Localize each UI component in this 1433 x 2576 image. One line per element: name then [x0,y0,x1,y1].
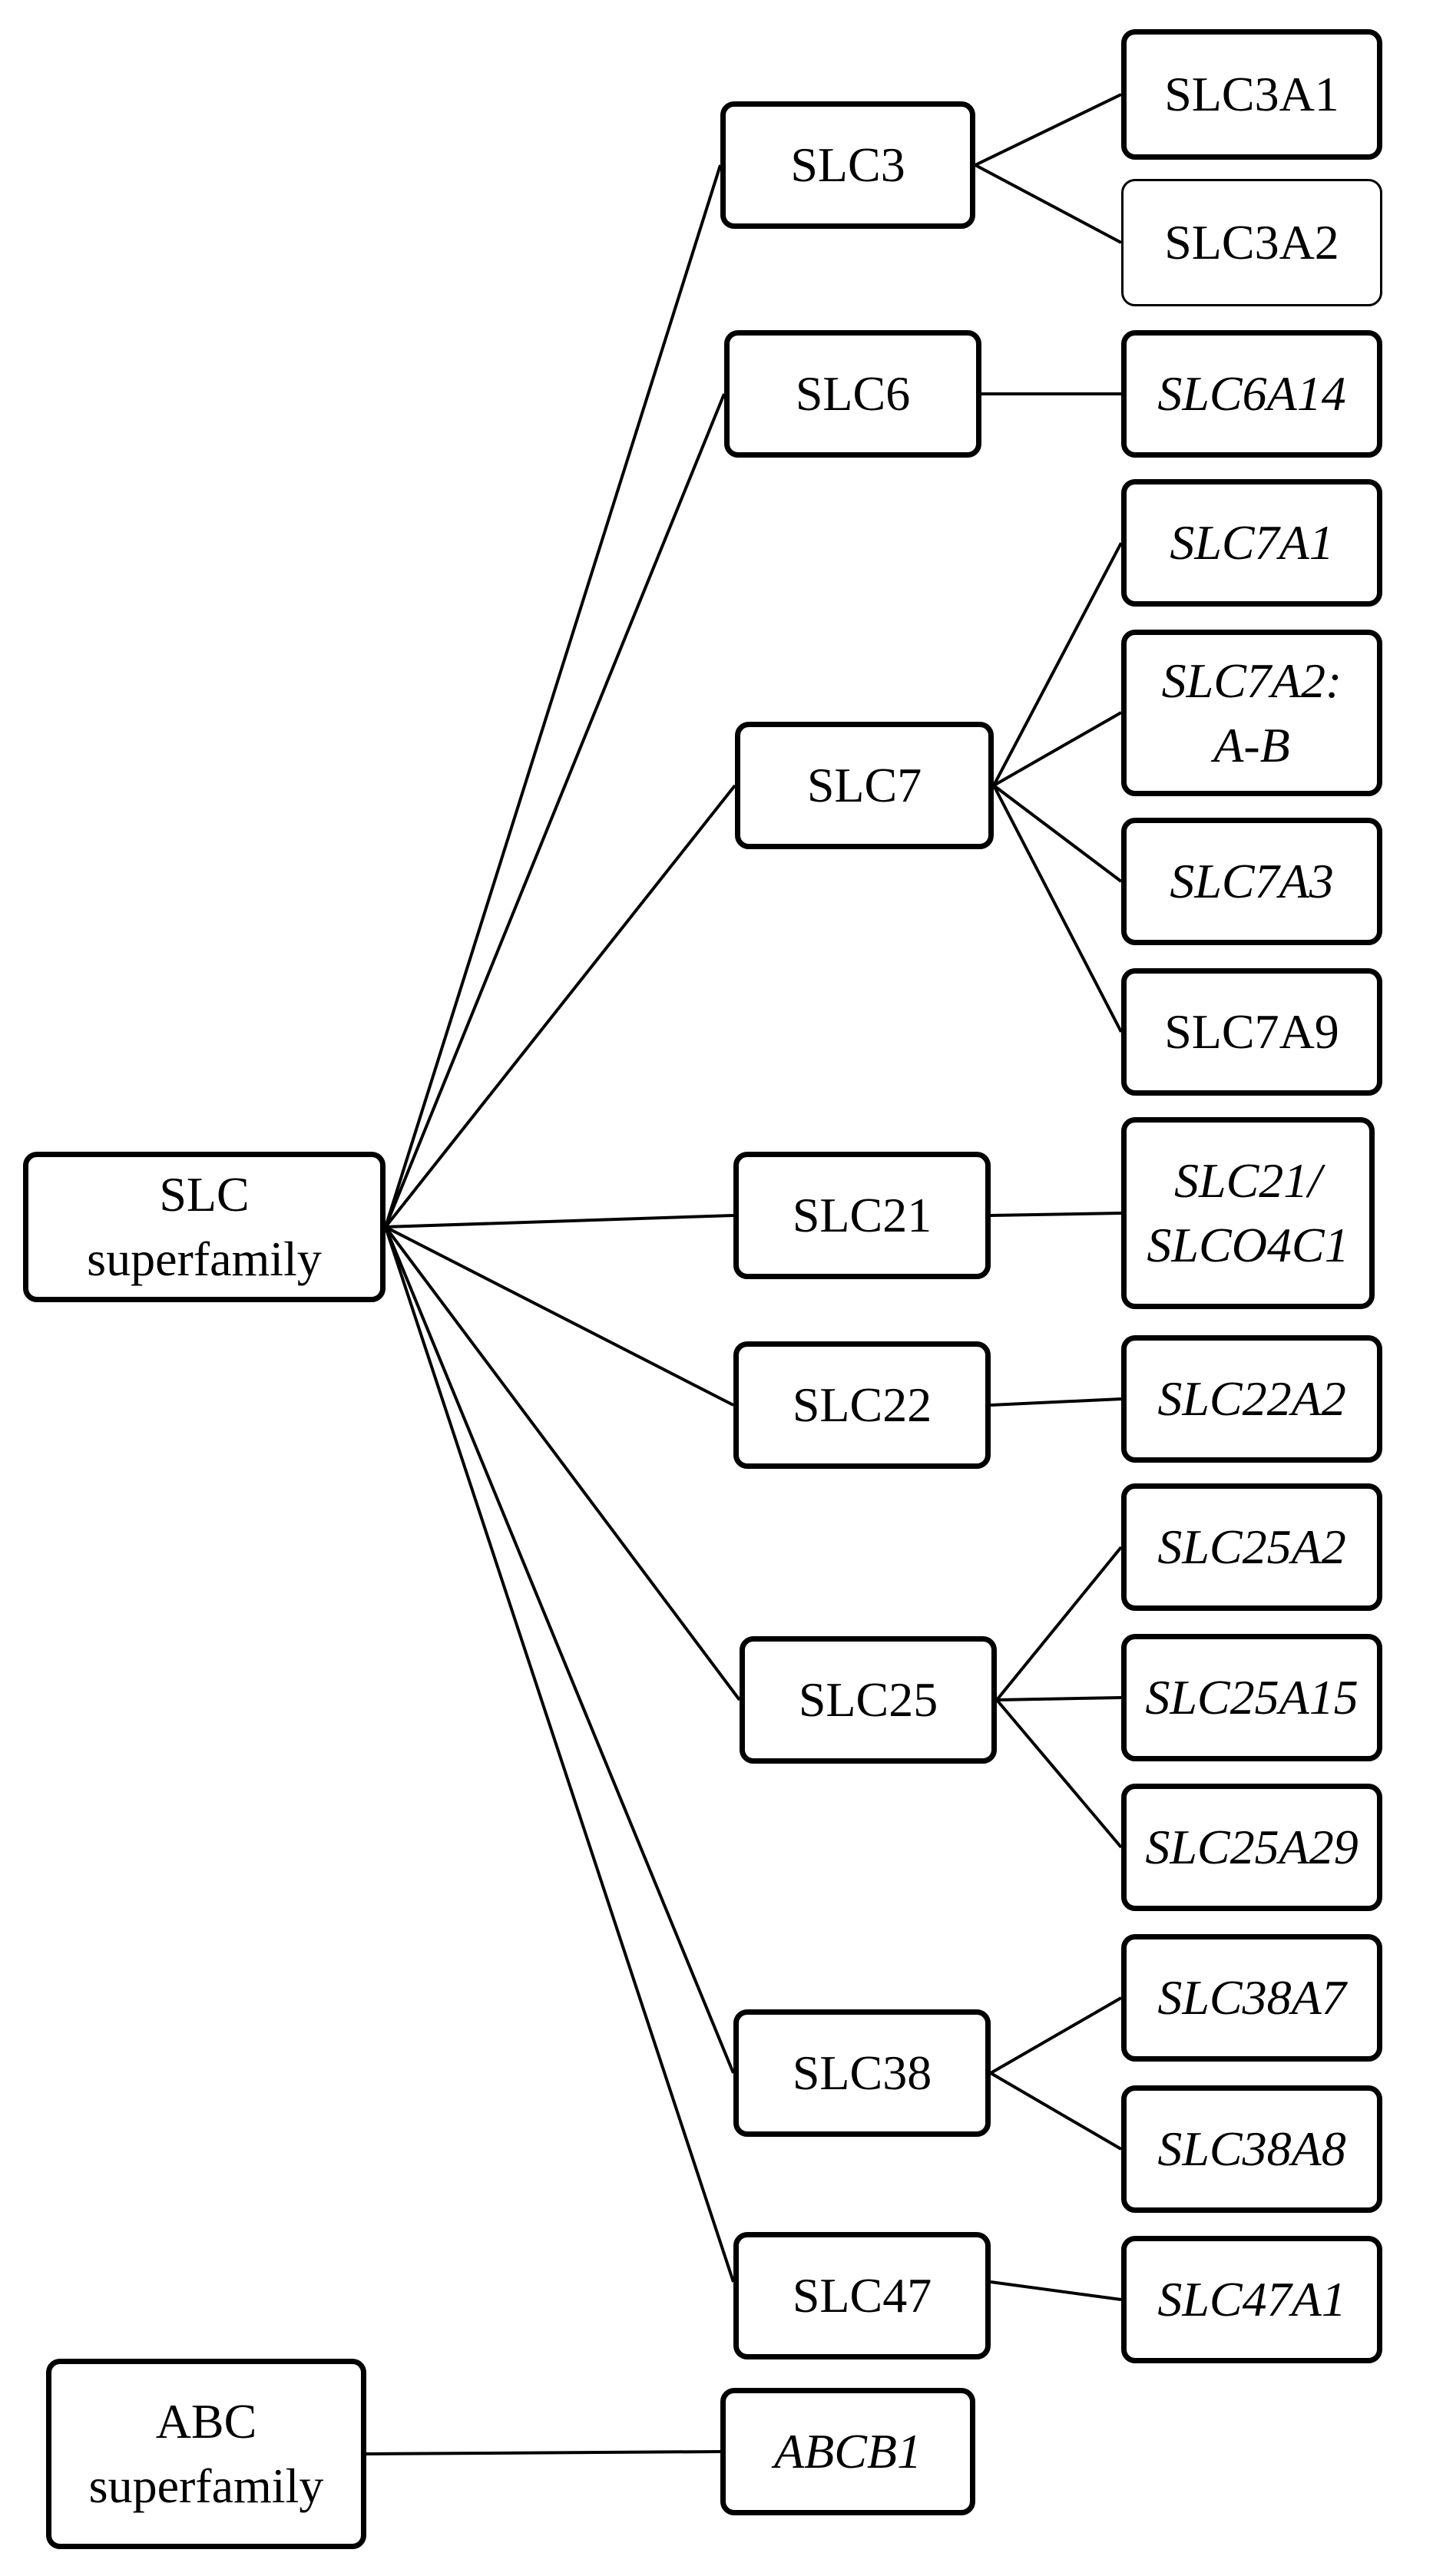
edge-slc25-slc25a29 [995,1698,1123,1849]
slc6-box: SLC6 [724,330,981,458]
slc47a1-box: SLC47A1 [1121,2236,1382,2363]
edge-slc3-slc3a2 [975,164,1122,244]
edge-slc25-slc25a2 [995,1546,1123,1701]
edge-slc25-slc25a15 [996,1696,1122,1701]
edge-slc-slc22 [385,1225,734,1407]
edge-slc22-slc22a2 [990,1397,1122,1407]
abcb1-box: ABCB1 [720,2388,975,2515]
edge-slc-slc47 [384,1226,735,2283]
edge-slc38-slc38a7 [990,1996,1122,2075]
slc7a9-label: SLC7A9 [1164,1004,1339,1059]
slc7-box: SLC7 [735,722,994,849]
slc22a2-box: SLC22A2 [1121,1335,1382,1463]
edge-slc3-slc3a1 [975,93,1122,167]
slc7a1-label: SLC7A1 [1170,515,1334,570]
slc-superfamily-box: SLC superfamily [23,1152,386,1302]
slc21-slco4c1-box: SLC21/ SLCO4C1 [1121,1117,1375,1309]
slc7a2-label: SLC7A2: A-B [1161,653,1342,772]
slc21-label: SLC21 [792,1188,932,1242]
slc25a15-box: SLC25A15 [1121,1634,1382,1761]
slc25a29-label: SLC25A29 [1145,1820,1359,1874]
edge-slc-slc7 [384,784,736,1228]
slc7a3-box: SLC7A3 [1121,818,1382,945]
edge-slc7-slc7a1 [992,542,1123,786]
slc38a7-box: SLC38A7 [1121,1934,1382,2062]
abc-superfamily-box: ABC superfamily [46,2359,366,2549]
slc47a1-label: SLC47A1 [1157,2272,1346,2326]
slc38-label: SLC38 [792,2045,932,2100]
slc3-box: SLC3 [720,101,975,229]
slc21-box: SLC21 [733,1152,991,1279]
slc3a2-box: SLC3A2 [1121,179,1382,306]
slc38a8-box: SLC38A8 [1121,2085,1382,2213]
slc22a2-label: SLC22A2 [1157,1371,1346,1426]
slc6-label: SLC6 [795,366,911,421]
slc7a1-box: SLC7A1 [1121,479,1382,607]
slc21-slco4c1-label: SLC21/ SLCO4C1 [1147,1153,1349,1272]
slc47-label: SLC47 [792,2268,932,2323]
edge-slc-slc25 [384,1225,741,1701]
slc3a2-label: SLC3A2 [1164,215,1339,270]
edge-slc-slc21 [385,1214,734,1228]
edge-slc-slc3 [384,164,722,1228]
edge-abc-abcb1 [366,2450,721,2455]
slc25a15-label: SLC25A15 [1145,1670,1359,1724]
slc38a7-label: SLC38A7 [1157,1970,1346,2025]
edge-slc21-slc21 [990,1212,1122,1217]
slc7a2-box: SLC7A2: A-B [1121,630,1382,796]
edge-slc-slc38 [384,1226,735,2074]
edge-slc7-slc7a9 [992,785,1123,1033]
slc-superfamily-label: SLC superfamily [87,1167,322,1286]
slc38-box: SLC38 [733,2009,991,2137]
slc6a14-box: SLC6A14 [1121,330,1382,458]
slc25a29-box: SLC25A29 [1121,1784,1382,1911]
slc6a14-label: SLC6A14 [1157,366,1346,421]
slc7a3-label: SLC7A3 [1170,854,1334,908]
slc47-box: SLC47 [733,2232,991,2359]
edge-slc7-slc7a2 [993,711,1122,787]
edge-slc38-slc38a8 [989,2072,1123,2151]
slc25a2-box: SLC25A2 [1121,1483,1382,1611]
slc25-box: SLC25 [740,1636,997,1764]
slc22-label: SLC22 [792,1377,932,1432]
edge-slc47-slc47a1 [990,2280,1122,2301]
abcb1-label: ABCB1 [774,2424,922,2478]
slc7a9-box: SLC7A9 [1121,968,1382,1096]
slc22-box: SLC22 [733,1341,991,1469]
slc7-label: SLC7 [806,758,922,812]
edge-slc-slc6 [384,393,726,1228]
slc25a2-label: SLC25A2 [1157,1519,1346,1574]
slc25-label: SLC25 [798,1672,938,1727]
slc3a1-box: SLC3A1 [1121,29,1382,160]
slc38a8-label: SLC38A8 [1157,2121,1346,2176]
abc-superfamily-label: ABC superfamily [88,2394,324,2513]
slc3-label: SLC3 [790,137,905,192]
slc3a1-label: SLC3A1 [1164,67,1339,121]
edge-slc7-slc7a3 [992,784,1123,883]
